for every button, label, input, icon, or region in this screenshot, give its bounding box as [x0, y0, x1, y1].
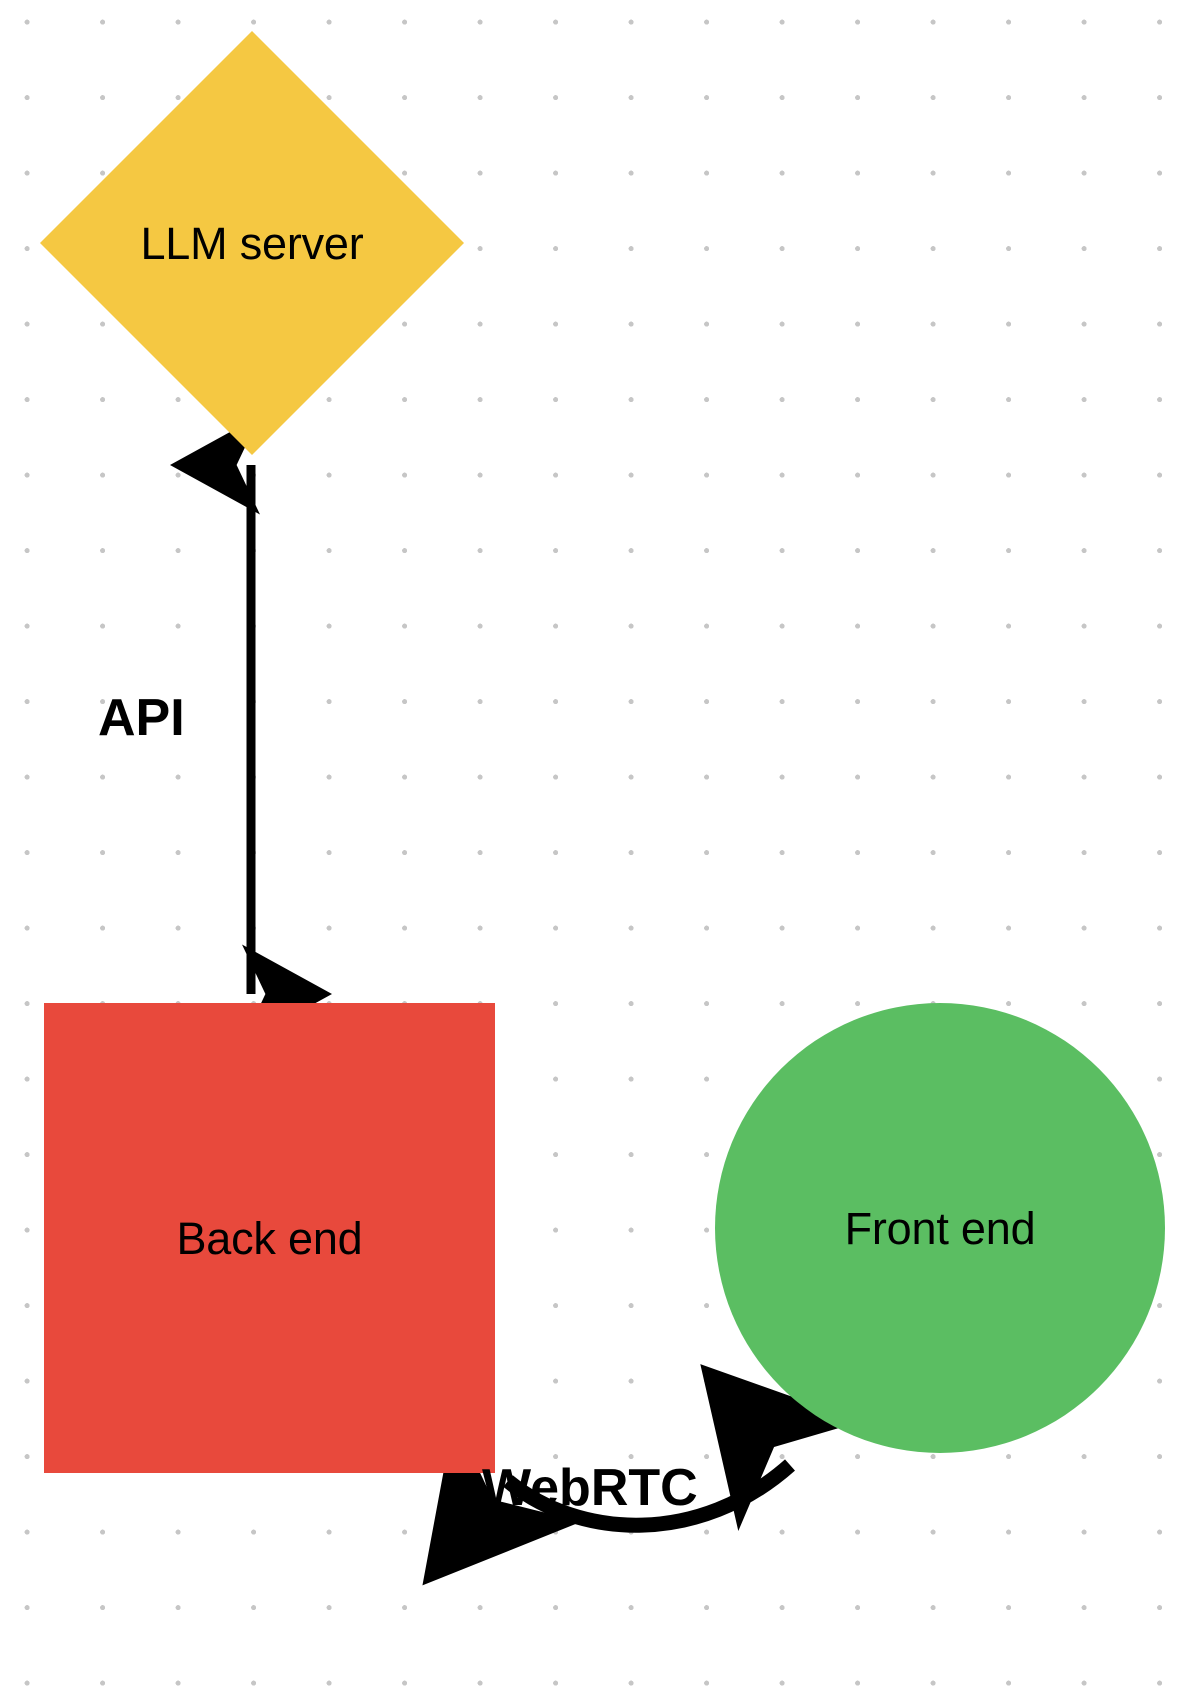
- edge-label-webrtc: WebRTC: [482, 1459, 698, 1517]
- node-back-end[interactable]: Back end: [44, 1003, 495, 1473]
- node-front-end[interactable]: Front end: [715, 1003, 1165, 1453]
- node-llm-server[interactable]: LLM server: [40, 31, 464, 455]
- node-back-end-label: Back end: [176, 1212, 363, 1264]
- node-llm-server-label: LLM server: [140, 217, 364, 269]
- node-front-end-label: Front end: [844, 1202, 1036, 1254]
- edge-label-api: API: [98, 689, 185, 747]
